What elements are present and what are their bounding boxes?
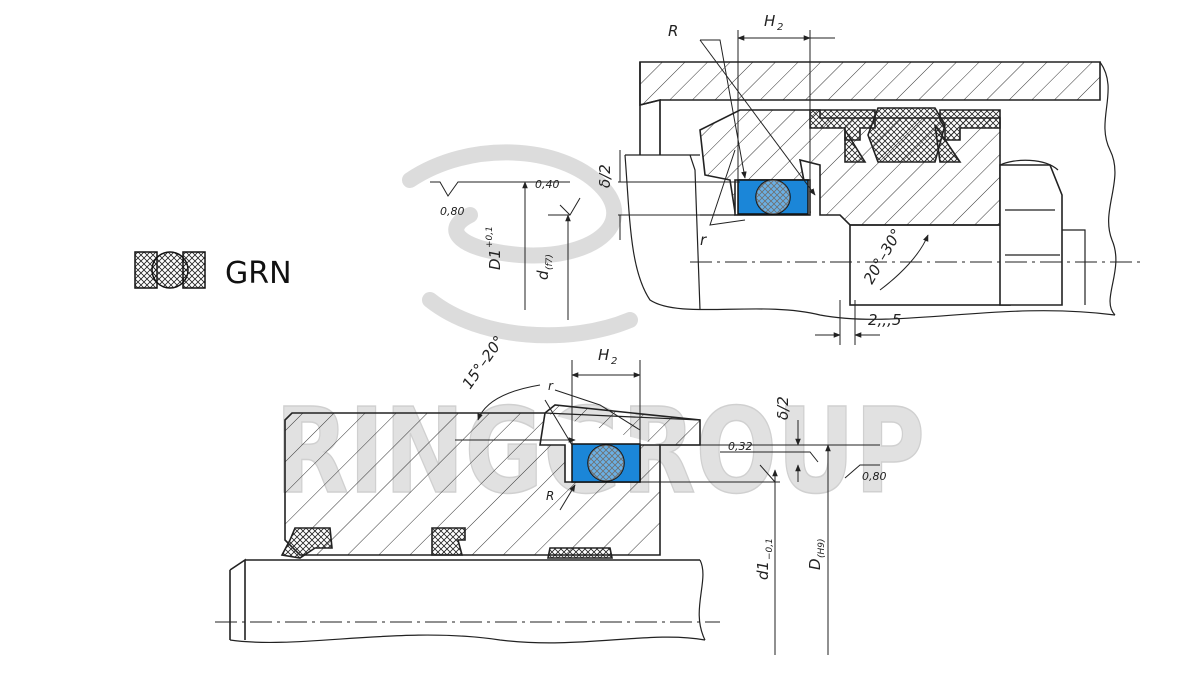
bottom-label-roughness-032: 0,32 — [728, 440, 753, 453]
bottom-label-R: R — [546, 489, 554, 503]
top-label-R: R — [668, 22, 678, 40]
legend-label: GRN — [225, 256, 292, 291]
top-label-D1: D1 — [486, 249, 504, 270]
top-break-line-bottom — [624, 154, 1116, 320]
bottom-dimensions — [455, 360, 880, 655]
legend-grn: GRN — [134, 251, 292, 291]
bottom-label-D: D — [806, 558, 824, 570]
bottom-label-d1: d1 — [754, 561, 772, 580]
top-label-H: H — [764, 12, 775, 30]
top-nut — [999, 164, 1063, 306]
top-label-d: d — [534, 270, 552, 280]
bottom-label-r: r — [548, 379, 554, 393]
top-seal-oring — [755, 179, 791, 215]
bottom-label-roughness-080: 0,80 — [862, 470, 887, 483]
bottom-rod-seal — [431, 527, 466, 556]
bottom-label-H: H — [598, 346, 609, 364]
top-guide-seal-center — [867, 107, 946, 163]
top-assembly-drawing — [624, 61, 1145, 320]
bottom-break-line — [698, 559, 706, 641]
top-label-D1-tol: +0,1 — [485, 226, 495, 248]
bottom-label-H-sub: 2 — [611, 356, 617, 367]
top-label-H-sub: 2 — [777, 22, 783, 33]
bottom-rod — [229, 558, 700, 640]
top-label-chamfer-angle: 20°–30° — [860, 225, 906, 287]
top-label-roughness-080: 0,80 — [440, 205, 465, 218]
bottom-assembly-drawing — [215, 404, 720, 644]
top-label-d-tol: (f7) — [545, 254, 555, 270]
top-guide-ring-right — [939, 109, 1001, 141]
bottom-wiper-seal — [280, 527, 333, 559]
top-label-delta: δ/2 — [596, 164, 614, 188]
top-dimensions — [430, 30, 929, 345]
top-housing — [639, 61, 1101, 107]
bottom-guide-strip — [547, 547, 613, 559]
top-label-chamfer-length: 2,,,5 — [868, 311, 901, 329]
legend-seal-right-block — [182, 251, 206, 289]
bottom-seal-oring — [587, 444, 625, 482]
top-seal-lip — [844, 127, 867, 163]
top-break-line-right — [1099, 61, 1117, 316]
top-label-r: r — [700, 231, 707, 249]
bottom-label-d1-tol: −0,1 — [765, 538, 775, 560]
bottom-label-delta: δ/2 — [774, 396, 792, 420]
top-label-roughness-040: 0,40 — [535, 178, 560, 191]
watermark-logo-swoosh — [402, 144, 638, 344]
bottom-label-D-tol: (H9) — [817, 538, 827, 558]
